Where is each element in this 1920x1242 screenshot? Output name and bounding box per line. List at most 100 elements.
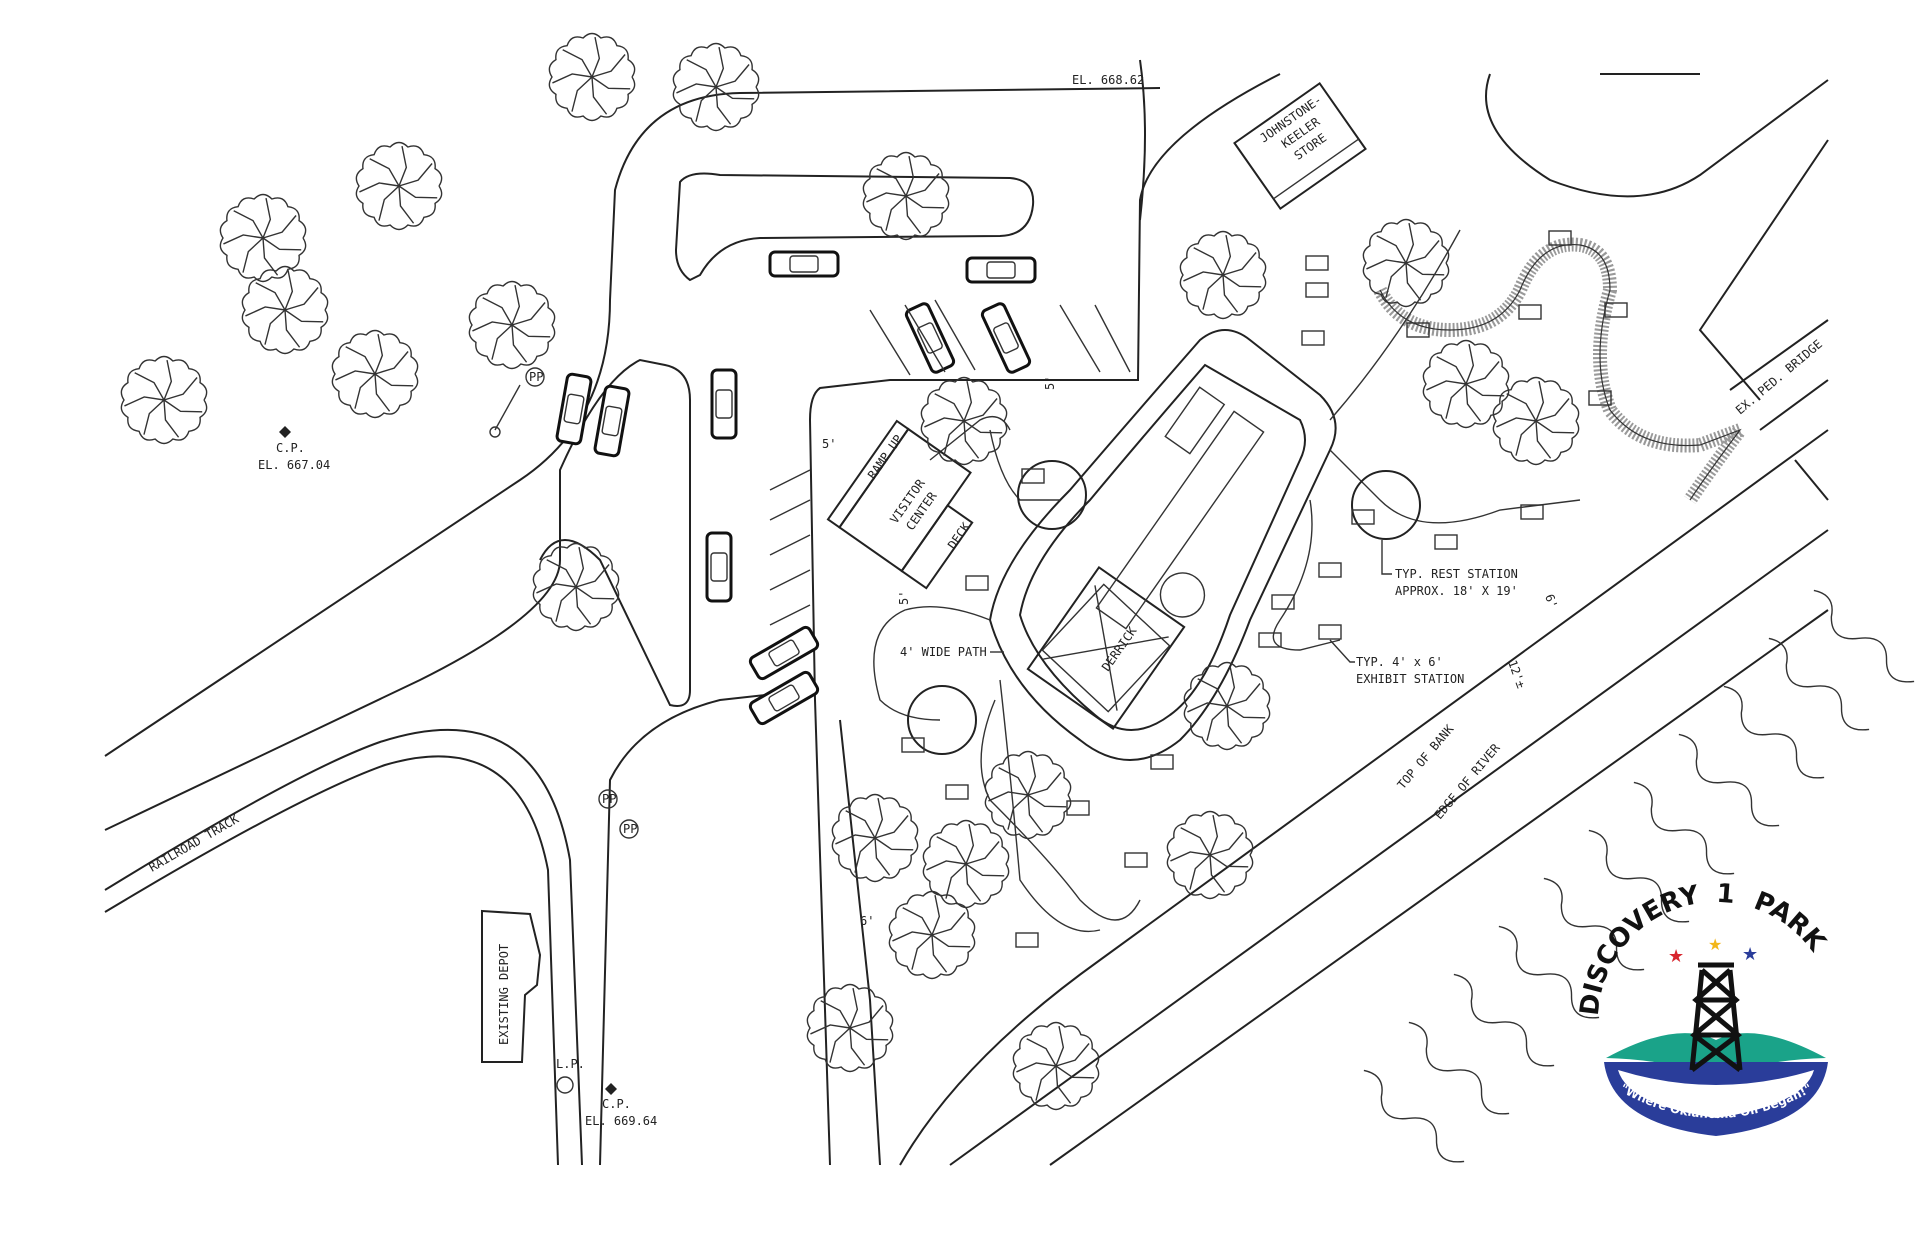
tree-branch (511, 324, 551, 338)
tree-branch (874, 837, 891, 876)
tree-icon (355, 141, 443, 231)
car-body (768, 250, 840, 278)
tree-icon (1012, 1021, 1100, 1111)
tree-branch (845, 810, 876, 839)
tree-branch (223, 234, 264, 245)
tree-branch (905, 155, 915, 197)
pp-label: PP (623, 822, 637, 836)
tree-icon (1492, 376, 1580, 466)
car-icon (555, 372, 593, 446)
tree-branch (988, 791, 1029, 802)
tree-canopy (532, 542, 620, 632)
tree-branch (963, 380, 973, 422)
existing-depot (481, 909, 542, 1063)
tree-branch (1055, 1025, 1065, 1067)
exhibit-station-icon (1124, 852, 1148, 868)
tree-branch (715, 46, 725, 88)
tree-icon (548, 32, 636, 122)
exhibit-station-icon (1318, 624, 1342, 640)
tree-branch (163, 399, 203, 413)
tree-branch (1027, 772, 1062, 796)
tree-icon (219, 193, 307, 283)
exhibit-station-icon (1351, 509, 1375, 525)
tree-branch (264, 309, 286, 345)
exhibit-station-icon (1150, 754, 1174, 770)
tree-branch (378, 185, 400, 221)
logo-title-number: 1 (1715, 879, 1735, 910)
tree-branch (905, 195, 945, 209)
roads (104, 59, 1829, 1166)
tree-canopy (1166, 810, 1254, 900)
car-icon (965, 256, 1037, 284)
exhibit-station-icon (1015, 932, 1039, 948)
river-wave (1768, 637, 1870, 731)
derrick-foundation (1095, 386, 1265, 630)
tree-branch (1405, 262, 1422, 301)
river-wave (1813, 589, 1915, 683)
tree-branch (1206, 705, 1228, 741)
tree-branch (359, 182, 400, 193)
car-body (965, 256, 1037, 284)
car-roof (601, 405, 623, 437)
tree-branch (945, 863, 967, 899)
tree-branch (1183, 271, 1224, 282)
rest-station-pad (907, 685, 977, 755)
tree-branch (1222, 234, 1232, 276)
tree-branch (965, 841, 1000, 865)
dimension-label: 12'± (1505, 658, 1528, 690)
tree-canopy (920, 376, 1008, 466)
tree-canopy (1183, 661, 1271, 751)
exhibit-station-icon (1520, 504, 1544, 520)
tree-branch (354, 373, 376, 409)
tree-canopy (1362, 218, 1450, 308)
exhibit-station-icon (1548, 230, 1572, 246)
park-paths (873, 229, 1581, 933)
tree-branch (511, 324, 528, 363)
car-icon (980, 302, 1032, 374)
cp-label: C.P. (602, 1097, 631, 1111)
tree-branch (1535, 398, 1570, 422)
car-body (555, 372, 593, 446)
river-wave (1408, 1021, 1510, 1115)
tree-branch (876, 168, 907, 197)
dimension-label: 6' (1542, 592, 1560, 610)
car-roof (986, 261, 1016, 279)
tree-branch (1535, 420, 1575, 434)
tree-branch (1170, 851, 1211, 862)
car-icon (710, 368, 738, 440)
path-label: 4' WIDE PATH (900, 645, 987, 659)
buildings (481, 82, 1367, 1063)
tree-branch (262, 197, 272, 239)
river-wave (1588, 829, 1690, 923)
tree-branch (1465, 343, 1475, 385)
tree-branch (536, 583, 577, 594)
exhibit-station-icon (1271, 594, 1295, 610)
tree-branch (398, 145, 408, 187)
car-body (748, 670, 820, 726)
car-roof (563, 393, 585, 425)
car-body (904, 302, 956, 374)
car-icon (768, 250, 840, 278)
tree-branch (134, 372, 165, 401)
tree-branch (963, 420, 980, 459)
tree-branch (1055, 1065, 1095, 1079)
river-wave (1633, 781, 1735, 875)
tree-branch (1180, 827, 1211, 856)
exhibit-station-icon (1406, 322, 1430, 338)
tree-branch (1426, 380, 1467, 391)
tree-branch (1055, 1065, 1072, 1104)
tree-branch (575, 586, 592, 625)
tree-branch (511, 284, 521, 326)
dimension-label: 5' (822, 437, 836, 451)
utility-symbols (279, 367, 639, 1095)
tree-canopy (862, 151, 950, 241)
tree-canopy (888, 890, 976, 980)
tree-branch (1376, 235, 1407, 264)
tree-icon (1179, 230, 1267, 320)
parked-cars (555, 250, 1037, 726)
tree-canopy (219, 193, 307, 283)
tree-branch (1222, 274, 1262, 288)
cp-elevation: EL. 669.64 (585, 1114, 657, 1128)
river-wave (1498, 925, 1600, 1019)
tree-branch (965, 863, 1005, 877)
